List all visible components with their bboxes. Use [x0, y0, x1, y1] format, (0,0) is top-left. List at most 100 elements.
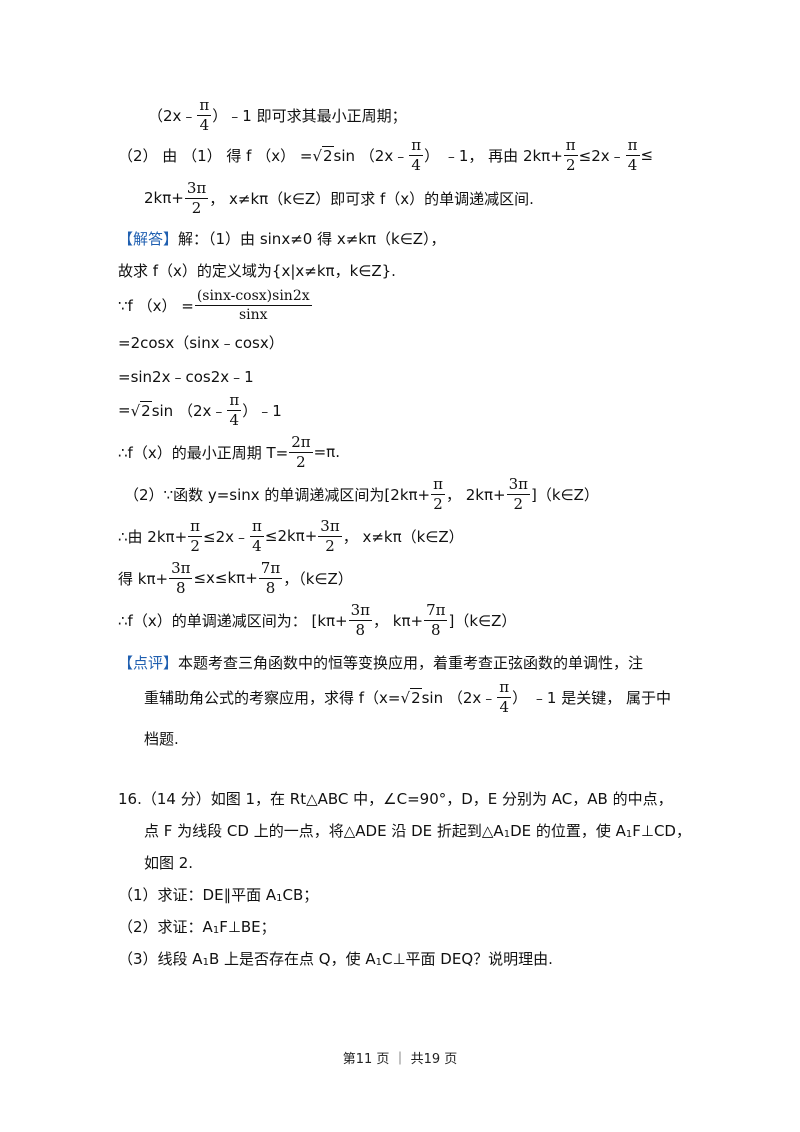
text: F⊥BE；	[219, 917, 276, 936]
text: ，（k∈Z）	[283, 569, 353, 588]
text: ）﹣1	[242, 401, 282, 420]
text: 点 F 为线段 CD 上的一点，将△ADE 沿 DE 折起到△A	[144, 821, 504, 840]
text: ≤2x﹣	[203, 527, 250, 546]
text: 解：（1）由 sinx≠0 得 x≠kπ（k∈Z），	[178, 229, 446, 248]
text: （2x﹣	[148, 106, 197, 125]
subscript: 1	[625, 828, 633, 840]
subscript: 1	[375, 956, 382, 968]
text: C⊥平面 DEQ？说明理由.	[382, 949, 553, 968]
solution-line-1: 【解答】 解：（1）由 sinx≠0 得 x≠kπ（k∈Z），	[118, 218, 446, 258]
sqrt-2: √2	[312, 145, 334, 165]
text: sin （2x﹣	[333, 146, 409, 165]
text: ]（k∈Z）	[531, 485, 599, 504]
text: 如图 2.	[144, 853, 194, 872]
text: ， x≠kπ（k∈Z）即可求 f（x）的单调递减区间.	[209, 189, 534, 208]
text: sin （2x﹣	[151, 401, 227, 420]
subscript: 1	[202, 956, 209, 968]
subscript: 1	[276, 892, 283, 904]
sqrt-2: √2	[400, 687, 422, 707]
text: ≤2x﹣	[578, 146, 625, 165]
text: ∴由 2kπ+	[118, 527, 188, 546]
text: ∵f （x） =	[118, 296, 194, 315]
text: DE 的位置，使 A	[510, 821, 626, 840]
text: 档题.	[144, 729, 179, 748]
text: （1）求证：DE∥平面 A	[118, 885, 277, 904]
text: ， kπ+	[373, 611, 424, 630]
text: ≤	[640, 146, 654, 164]
text: 故求 f（x）的定义域为{x|x≠kπ，k∈Z}.	[118, 261, 396, 280]
text: B 上是否存在点 Q，使 A	[208, 949, 376, 968]
text: ） ﹣1， 再由 2kπ+	[424, 146, 563, 165]
solution-line-5: =sin2x﹣cos2x﹣1	[118, 356, 254, 396]
text: =2cosx（sinx﹣cosx）	[118, 333, 284, 352]
text: 得 kπ+	[118, 569, 169, 588]
text: CB；	[282, 885, 319, 904]
comment-line-3: 档题.	[144, 718, 179, 758]
sqrt-2: √2	[130, 400, 152, 420]
text: 重辅助角公式的考察应用，求得 f（x=	[144, 688, 401, 707]
text: （2）求证：A	[118, 917, 213, 936]
text: =	[118, 401, 131, 419]
text: （2）∵函数 y=sinx 的单调递减区间为[2kπ+	[124, 485, 431, 504]
text: =sin2x﹣cos2x﹣1	[118, 367, 254, 386]
text: F⊥CD，	[632, 821, 691, 840]
text: ]（k∈Z）	[448, 611, 517, 630]
text: （2） 由 （1） 得 f （x） =	[118, 146, 313, 165]
text: ≤2kπ+	[264, 527, 318, 545]
subscript: 1	[212, 924, 220, 936]
text: 2kπ+	[144, 189, 184, 207]
text: 16.（14 分）如图 1，在 Rt△ABC 中，∠C=90°，D，E 分别为 …	[118, 789, 673, 808]
text: ， x≠kπ（k∈Z）	[342, 527, 464, 546]
comment-tag: 【点评】	[118, 653, 179, 672]
problem16-line-3: 如图 2.	[144, 842, 193, 882]
text: =π.	[313, 443, 340, 461]
text: ）﹣1 即可求其最小正周期；	[212, 106, 407, 125]
text: ∴f（x）的单调递减区间为： [kπ+	[118, 611, 348, 630]
problem16-line-1: 16.（14 分）如图 1，在 Rt△ABC 中，∠C=90°，D，E 分别为 …	[118, 778, 673, 818]
comment-line-1: 【点评】 本题考查三角函数中的恒等变换应用，着重考查正弦函数的单调性，注	[118, 642, 643, 682]
text: （3）线段 A	[118, 949, 203, 968]
subscript: 1	[503, 828, 511, 840]
text: ） ﹣1 是关键， 属于中	[512, 688, 672, 707]
text: 本题考查三角函数中的恒等变换应用，着重考查正弦函数的单调性，注	[178, 653, 644, 672]
page-footer: 第11 页 ｜ 共19 页	[342, 1052, 458, 1067]
text: ≤x≤kπ+	[193, 569, 258, 587]
solution-line-4: =2cosx（sinx﹣cosx）	[118, 322, 284, 362]
solution-line-2: 故求 f（x）的定义域为{x|x≠kπ，k∈Z}.	[118, 250, 396, 290]
text: sin （2x﹣	[421, 688, 497, 707]
text: ， 2kπ+	[445, 485, 506, 504]
